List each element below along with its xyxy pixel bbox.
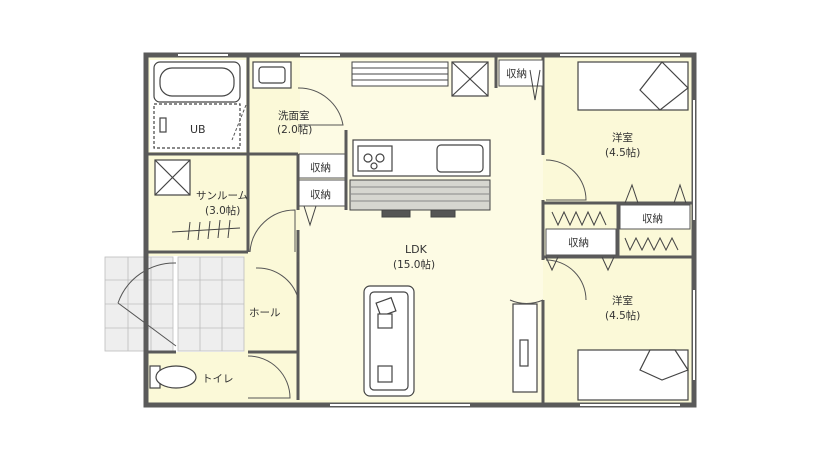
entrance-tile — [104, 256, 245, 352]
western-bottom-label: 洋室 — [612, 294, 633, 307]
hall-label: ホール — [249, 307, 281, 319]
kitchen-counter — [352, 139, 491, 177]
western-top-size: (4.5帖) — [605, 146, 640, 159]
storage-boxes — [298, 59, 691, 256]
storage-right-label: 収納 — [642, 212, 663, 225]
storage-wash1-label: 収納 — [310, 161, 331, 174]
wash-basin — [252, 61, 292, 89]
hall-door-swing — [255, 262, 299, 299]
ldk-door-swing — [509, 299, 544, 304]
western-top-door-swing — [545, 159, 587, 201]
fridge — [451, 61, 489, 97]
cupboard — [351, 61, 449, 87]
washroom-label: 洗面室 — [278, 109, 310, 122]
washroom-size: (2.0帖) — [277, 123, 312, 136]
bed-top — [577, 61, 689, 111]
ldk-label: LDK — [405, 243, 428, 256]
toilet-label: トイレ — [202, 373, 234, 385]
kitchen-island — [349, 179, 491, 218]
sunroom-fixture — [154, 159, 191, 196]
washroom-door-swing — [297, 87, 344, 126]
ldk-floor — [300, 60, 543, 400]
tv-board — [512, 303, 538, 393]
toilet-fixture — [149, 365, 197, 389]
western-top-label: 洋室 — [612, 131, 633, 144]
ldk-size: (15.0帖) — [393, 258, 435, 271]
storage-wash2-label: 収納 — [310, 188, 331, 201]
interior-walls — [148, 57, 692, 403]
bed-bottom — [577, 349, 689, 401]
outer-walls — [143, 52, 697, 408]
bathtub — [153, 61, 241, 149]
window-marks — [178, 54, 695, 406]
storage-mid-label: 収納 — [568, 236, 589, 249]
toilet-door-swing — [247, 355, 291, 399]
sunroom-size: (3.0帖) — [205, 204, 240, 217]
ub-label: UB — [190, 123, 206, 136]
western-bottom-door-swing — [545, 259, 587, 301]
sunroom-label: サンルーム — [196, 190, 248, 202]
sofa — [363, 285, 415, 397]
sunroom-door-swing — [249, 209, 296, 253]
clothesline — [171, 219, 241, 241]
storage-top-label: 収納 — [506, 67, 527, 80]
ub-door-swing — [231, 104, 247, 141]
western-bottom-size: (4.5帖) — [605, 309, 640, 322]
